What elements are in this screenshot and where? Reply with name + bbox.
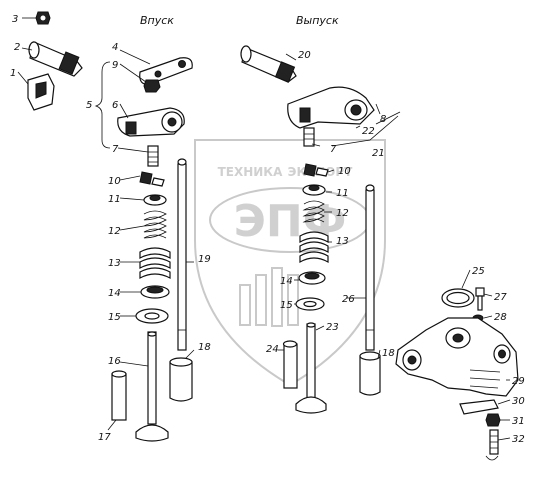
label-18-exhaust: 18 xyxy=(382,348,395,359)
exhaust-header: Выпуск xyxy=(296,14,339,27)
part-31-nut xyxy=(485,413,501,427)
part-3-nut xyxy=(35,11,51,25)
label-12-exhaust: 12 xyxy=(336,208,349,219)
label-13-intake: 13 xyxy=(108,258,121,269)
part-11-spring-cap xyxy=(143,194,167,206)
label-14-intake: 14 xyxy=(108,288,121,299)
part-32-bolt xyxy=(485,429,499,461)
label-32: 32 xyxy=(512,434,525,445)
label-11-exhaust: 11 xyxy=(336,188,349,199)
part-7b-adjust-screw xyxy=(303,127,315,147)
label-10-exhaust: 10 xyxy=(338,166,351,177)
part-16-intake-valve xyxy=(135,331,169,442)
label-31: 31 xyxy=(512,416,525,427)
part-12-inner-spring xyxy=(143,210,167,239)
label-16: 16 xyxy=(108,356,121,367)
part-20-rocker-shaft xyxy=(240,45,297,83)
label-7-intake: 7 xyxy=(112,144,119,155)
label-5: 5 xyxy=(86,100,92,111)
label-26: 26 xyxy=(342,294,355,305)
label-11-intake: 11 xyxy=(108,194,121,205)
brace-group-5 xyxy=(94,61,111,149)
label-15-intake: 15 xyxy=(108,312,121,323)
part-4-plate xyxy=(139,57,193,85)
label-20: 20 xyxy=(298,50,311,61)
label-27: 27 xyxy=(494,292,507,303)
part-15b-ring xyxy=(295,297,325,311)
part-24-valve-guide xyxy=(282,340,298,389)
part-1-bracket xyxy=(27,73,55,111)
label-17: 17 xyxy=(98,432,111,443)
label-30: 30 xyxy=(512,396,525,407)
part-12b-inner-spring xyxy=(302,200,325,223)
label-22: 22 xyxy=(362,126,375,137)
label-12-intake: 12 xyxy=(108,226,121,237)
label-23: 23 xyxy=(326,322,339,333)
label-14-exhaust: 14 xyxy=(280,276,293,287)
label-8: 8 xyxy=(380,114,386,125)
label-19: 19 xyxy=(198,254,211,265)
label-21: 21 xyxy=(372,148,385,159)
label-13-exhaust: 13 xyxy=(336,236,349,247)
part-30-clamp xyxy=(459,399,499,415)
label-25: 25 xyxy=(472,266,485,277)
part-10b-valve-cotters xyxy=(303,163,329,177)
label-18-intake: 18 xyxy=(198,342,211,353)
label-24: 24 xyxy=(266,344,279,355)
part-2-rocker-shaft xyxy=(28,41,83,77)
part-26-pushrod-exhaust xyxy=(365,184,375,351)
part-13b-outer-spring xyxy=(299,231,329,264)
label-7-exhaust: 7 xyxy=(330,144,337,155)
part-27-bolt xyxy=(475,287,485,311)
watermark-logo: ЭПФ xyxy=(234,196,347,247)
bracket-group-21 xyxy=(331,115,399,147)
part-18-tappet-intake xyxy=(169,357,193,402)
part-18b-tappet-exhaust xyxy=(359,351,381,396)
label-4: 4 xyxy=(112,42,118,53)
leader-lines xyxy=(17,17,511,441)
label-2: 2 xyxy=(14,42,20,53)
watermark-line1: ТЕХНИКА xyxy=(218,165,284,179)
part-17-valve-guide xyxy=(111,370,127,421)
part-29-rocker-housing xyxy=(395,317,519,397)
label-9: 9 xyxy=(112,60,118,71)
part-11b-spring-cap xyxy=(302,184,326,196)
part-labels: 3 2 1 4 9 5 6 7 10 11 12 13 14 15 16 17 … xyxy=(10,14,525,445)
part-23-exhaust-valve xyxy=(295,322,327,414)
part-25-o-ring xyxy=(441,288,475,308)
label-10-intake: 10 xyxy=(108,176,121,187)
part-10-valve-cotters xyxy=(139,171,165,187)
intake-header: Впуск xyxy=(140,14,174,27)
part-7-adjust-screw xyxy=(147,145,159,167)
label-28: 28 xyxy=(494,312,507,323)
label-1: 1 xyxy=(10,68,16,79)
part-9-nut xyxy=(143,79,161,93)
part-6-rocker-arm xyxy=(117,107,185,137)
part-14b-spring-washer xyxy=(298,271,326,285)
part-13-outer-spring xyxy=(139,247,171,279)
part-14-spring-washer xyxy=(140,285,170,299)
label-6: 6 xyxy=(112,100,118,111)
part-19-pushrod-intake xyxy=(177,158,187,351)
label-15-exhaust: 15 xyxy=(280,300,293,311)
label-3: 3 xyxy=(12,14,18,25)
label-29: 29 xyxy=(512,376,525,387)
part-22-rocker-arm-exhaust xyxy=(287,86,375,129)
part-15-ring xyxy=(135,308,169,324)
